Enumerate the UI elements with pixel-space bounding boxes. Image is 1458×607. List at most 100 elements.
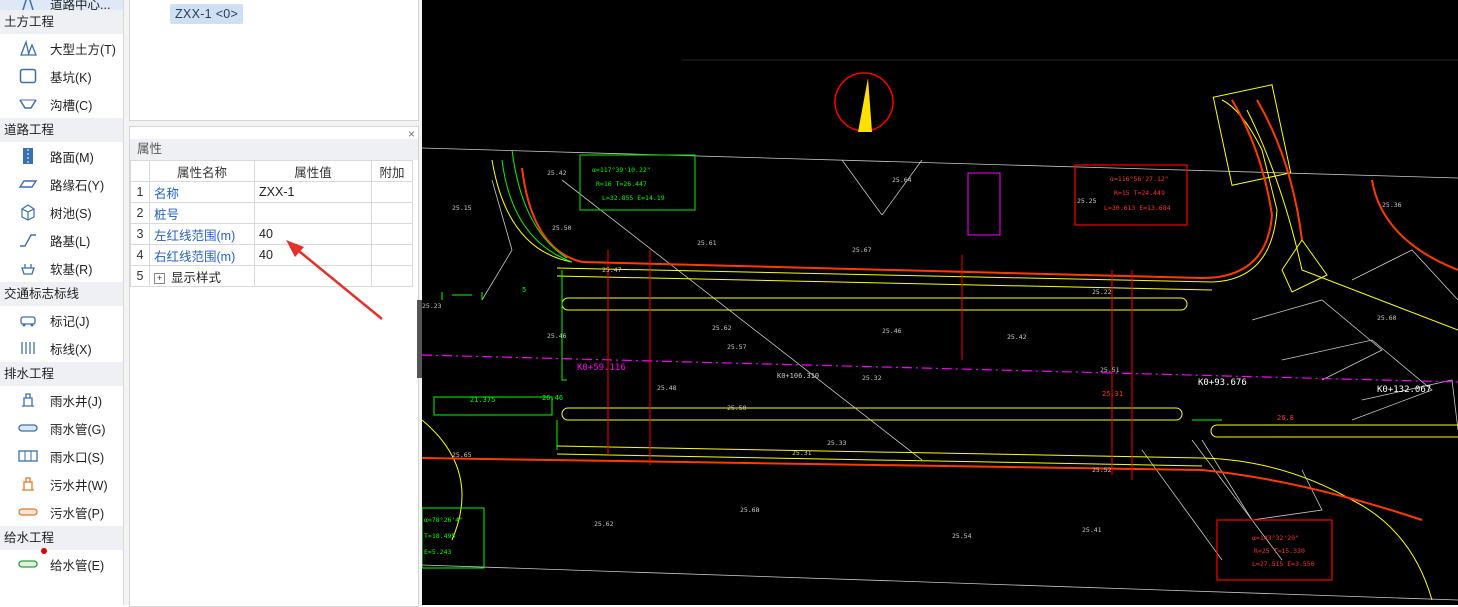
annotation-arrow (286, 240, 383, 320)
row-number: 3 (130, 223, 150, 245)
row-number-header (130, 160, 150, 182)
cad-label: 25.61 (697, 239, 717, 247)
rain-inlet-icon (17, 447, 39, 465)
road-centerline (422, 354, 1458, 383)
property-value[interactable] (254, 202, 372, 224)
cad-label: 25.36 (1382, 201, 1402, 209)
trench-icon (17, 95, 39, 113)
property-value[interactable]: ZXX-1 (254, 181, 372, 203)
category-header: 排水工程 (0, 362, 123, 386)
cad-label: 25.57 (727, 343, 747, 351)
row-number: 1 (130, 181, 150, 203)
cad-label: 25.22 (1092, 288, 1112, 296)
tree-node-zxx-1[interactable]: ZXX-1 <0> (170, 4, 244, 24)
cad-label: 25.67 (852, 246, 872, 254)
cad-label: α=143°32'20" (1252, 534, 1299, 542)
table-row[interactable]: 2 桩号 (130, 202, 413, 224)
properties-table: 属性名称 属性值 附加 1 名称 ZXX-1 2 桩号 3 左红线范围(m) 4… (130, 160, 413, 287)
sidebar-item-label: 雨水口(S) (50, 450, 105, 465)
cad-label: 25.41 (1082, 526, 1102, 534)
pit-icon (17, 67, 39, 85)
road-edge-lines (422, 84, 1458, 601)
cad-label: 26.46 (542, 394, 563, 402)
cad-label: T=18.495 (424, 532, 455, 540)
cad-label: 25.60 (1377, 314, 1397, 322)
sidebar-item-tree-pit[interactable]: 树池(S) (0, 198, 123, 226)
sidebar-item-label: 沟槽(C) (50, 98, 93, 113)
sidebar-item-trench[interactable]: 沟槽(C) (0, 90, 123, 118)
cad-label: 25.15 (452, 204, 472, 212)
survey-lines (422, 59, 1458, 601)
curb-lines (422, 99, 1458, 521)
sidebar-item-label: 标线(X) (50, 342, 92, 357)
category-header: 道路工程 (0, 118, 123, 142)
property-extra[interactable] (371, 265, 413, 287)
close-icon[interactable]: × (407, 127, 415, 141)
cad-label: 25.48 (657, 384, 677, 392)
water-pipe-icon (17, 548, 47, 573)
sidebar-item-rain-well[interactable]: 雨水井(J) (0, 386, 123, 414)
cad-label: 25.33 (827, 439, 847, 447)
cad-label: α=78°26'4" (424, 516, 463, 524)
sidebar-item-road-marking[interactable]: 标线(X) (0, 334, 123, 362)
cad-label: 25.54 (952, 532, 972, 540)
row-number: 5 (130, 265, 150, 287)
table-row[interactable]: 1 名称 ZXX-1 (130, 181, 413, 203)
cad-label: 25.65 (452, 451, 472, 459)
cad-label: E=5.243 (424, 548, 451, 556)
sidebar-item-road-surface[interactable]: 路面(M) (0, 142, 123, 170)
category-header: 土方工程 (0, 10, 123, 34)
sewage-well-icon (17, 475, 39, 493)
cad-label: 25.50 (552, 224, 572, 232)
sidebar-item-subgrade[interactable]: 路基(L) (0, 226, 123, 254)
cad-label: 25.64 (892, 176, 912, 184)
row-number: 4 (130, 244, 150, 266)
curve-element-boxes (579, 154, 1333, 581)
sidebar-item-vehicle-marker[interactable]: 标记(J) (0, 306, 123, 334)
cad-label: 26.8 (1277, 414, 1294, 422)
sidebar-item-pit[interactable]: 基坑(K) (0, 62, 123, 90)
sidebar-item-soft-foundation[interactable]: 软基(R) (0, 254, 123, 282)
property-name: 左红线范围(m) (149, 223, 255, 245)
property-extra[interactable] (371, 202, 413, 224)
cad-label: 25.42 (1007, 333, 1027, 341)
cad-label: 5 (522, 286, 526, 294)
sidebar-item-sewage-pipe[interactable]: 污水管(P) (0, 498, 123, 526)
sidebar-item-curb[interactable]: 路缘石(Y) (0, 170, 123, 198)
curb-icon (17, 175, 39, 193)
sidebar-item-earthwork[interactable]: 大型土方(T) (0, 34, 123, 62)
cad-label: K0+132.067 (1377, 385, 1431, 395)
table-row[interactable]: 5 +显示样式 (130, 265, 413, 287)
properties-panel: × 属性 属性名称 属性值 附加 1 名称 ZXX-1 2 桩号 3 左红线范围… (129, 126, 419, 607)
notification-dot (41, 548, 47, 554)
properties-panel-title: 属性 (130, 139, 418, 160)
cad-label: 25.31 (792, 449, 812, 457)
cad-label: 25.47 (602, 266, 622, 274)
sidebar-item-label: 路面(M) (50, 150, 94, 165)
soft-foundation-icon (17, 259, 39, 277)
property-name: 桩号 (149, 202, 255, 224)
middle-panel-area: ZXX-1 <0> × 属性 属性名称 属性值 附加 1 名称 ZXX-1 2 … (124, 0, 422, 607)
sidebar-item-water-pipe[interactable]: 给水管(E) (0, 548, 123, 578)
panel-splitter-handle[interactable] (417, 300, 422, 378)
table-row[interactable]: 4 右红线范围(m) 40 (130, 244, 413, 266)
cad-label: 25.62 (594, 520, 614, 528)
vehicle-marker-icon (17, 311, 39, 329)
sidebar-item-label: 路基(L) (50, 234, 91, 249)
property-extra[interactable] (371, 181, 413, 203)
sewage-pipe-icon (17, 503, 39, 521)
cad-label: 25.68 (740, 506, 760, 514)
earthwork-icon (17, 39, 39, 57)
sidebar-item-rain-inlet[interactable]: 雨水口(S) (0, 442, 123, 470)
cad-label: 25.46 (547, 332, 567, 340)
cad-label: K0+59.116 (577, 363, 626, 373)
sidebar-item-sewage-well[interactable]: 污水井(W) (0, 470, 123, 498)
sidebar-item-label: 大型土方(T) (50, 42, 116, 57)
expand-icon[interactable]: + (154, 272, 165, 284)
sidebar-item-road-centerline[interactable]: 道路中心... (0, 0, 123, 12)
rain-pipe-icon (17, 419, 39, 437)
sidebar-item-label: 路缘石(Y) (50, 178, 105, 193)
sidebar-item-rain-pipe[interactable]: 雨水管(G) (0, 414, 123, 442)
cad-label: 25.42 (547, 169, 567, 177)
